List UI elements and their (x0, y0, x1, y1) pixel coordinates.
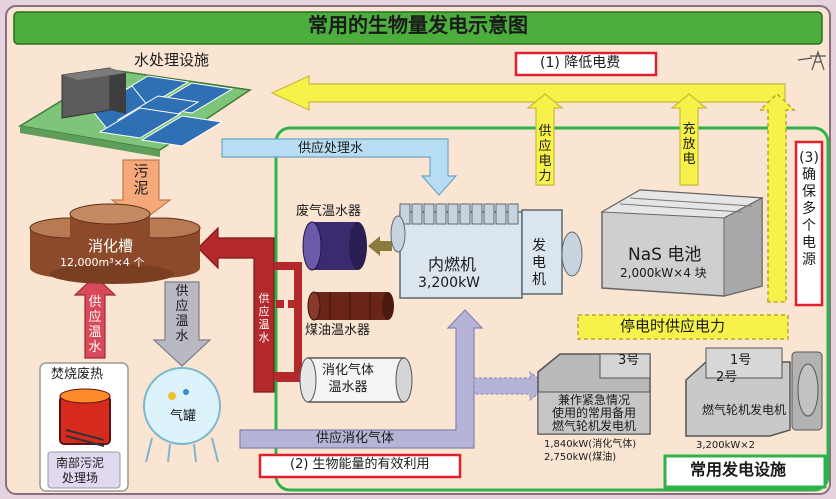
facility-label-box (663, 454, 827, 489)
facility-label: 常用发电设施 (690, 460, 787, 479)
left-warm-water-label: 供应温水 (88, 295, 102, 355)
emergency-turbine-shape (537, 353, 651, 435)
power-pylon-icon (797, 50, 826, 71)
exhaust-heater-shape (302, 221, 392, 271)
reduce-cost-label: (1) 降低电费 (540, 55, 621, 71)
digester-label: 消化槽 (88, 237, 134, 255)
water-treatment-facility (17, 67, 253, 157)
charge-discharge-label: 充放电 (682, 122, 696, 167)
incineration-heat-label: 焚烧废热 (51, 367, 104, 382)
digestion-gas-arrow (239, 309, 484, 449)
unit2-label: 2号 (716, 370, 738, 385)
sludge-label: 污泥 (133, 162, 149, 197)
kerosene-heater-label: 煤油温水器 (305, 323, 371, 338)
multi-source-arrow (758, 92, 796, 303)
engine-spec: 3,200kW (418, 275, 481, 291)
gas-tank (143, 367, 221, 463)
treated-water-label: 供应处理水 (298, 141, 364, 156)
unit1-label: 1号 (730, 353, 752, 368)
digestion-gas-label: 供应消化气体 (316, 431, 395, 446)
nas-battery-shape (600, 189, 764, 297)
incineration-heat-arrow (73, 275, 117, 359)
biomass-use-frame (258, 453, 462, 479)
reduce-cost-frame (514, 51, 658, 77)
digester-spec: 12,000m³×4 个 (60, 256, 145, 269)
treated-water-arrow (221, 138, 458, 196)
biomass-use-label: (2) 生物能量的有效利用 (290, 457, 430, 472)
nas-battery-spec: 2,000kW×4 块 (620, 266, 707, 280)
supply-warm-water-arrow (152, 281, 212, 367)
supply-power-arrow (526, 93, 564, 186)
title-bar (13, 11, 823, 45)
digestion-gas-heater-shape (299, 357, 413, 403)
gas-tank-label: 气罐 (170, 409, 197, 424)
mid-warm-water-label: 供应温水 (175, 284, 189, 344)
incineration-box (39, 362, 129, 492)
red-arrow-label: 供应温水 (258, 292, 270, 344)
engine-shape (390, 203, 523, 299)
ensure-sources-frame (794, 140, 824, 307)
generator-shape (521, 209, 583, 295)
exhaust-heater-label: 废气温水器 (296, 204, 362, 219)
unit3-label: 3号 (618, 353, 640, 368)
digester-tanks (29, 203, 201, 284)
emergency-gen-label: 兼作紧急情况 使用的常用备用 燃气轮机发电机 (552, 393, 637, 433)
page-title: 常用的生物量发电示意图 (308, 13, 528, 37)
generator-label: 发电机 (532, 238, 546, 288)
emergency-spec: 1,840kW(消化气体) 2,750kW(煤油) (544, 439, 637, 463)
kerosene-heater-shape (307, 291, 394, 321)
reduce-cost-arrow (270, 75, 786, 111)
digestion-gas-heater-label: 消化气体 温水器 (322, 363, 375, 395)
gas-turbine-shape (685, 347, 823, 437)
water-treatment-label: 水处理设施 (134, 51, 210, 69)
ensure-sources-label: (3) 确保多个电源 (799, 150, 819, 268)
gas-turbine-spec: 3,200kW×2 (696, 440, 756, 451)
south-plant-label: 南部污泥 处理场 (56, 456, 105, 485)
charge-discharge-arrow (670, 93, 708, 186)
outage-supply-label: 停电时供应电力 (620, 317, 726, 335)
gas-turbine-label: 燃气轮机发电机 (702, 403, 787, 417)
engine-label: 内燃机 (428, 255, 477, 274)
nas-battery-label: NaS 电池 (628, 245, 702, 265)
supply-power-label: 供应电力 (538, 124, 552, 184)
outage-box (577, 314, 789, 340)
warm-water-red-arrow (197, 226, 275, 393)
